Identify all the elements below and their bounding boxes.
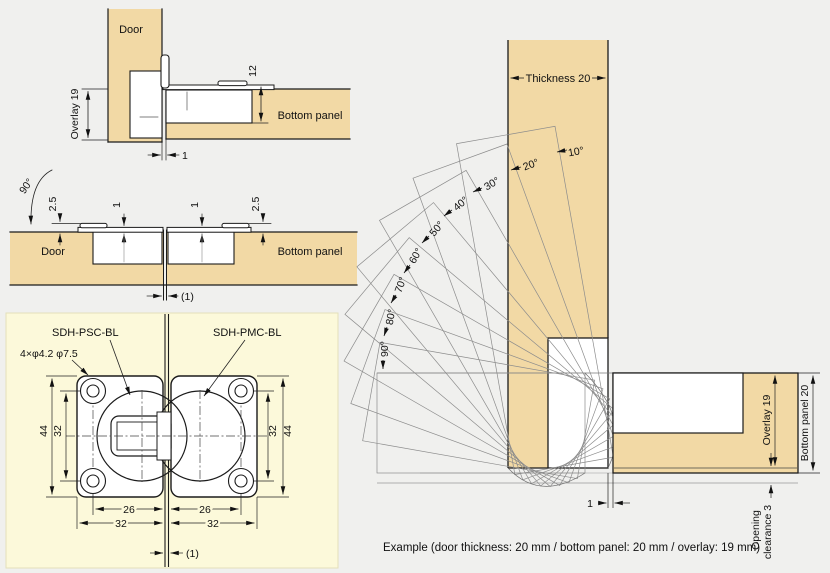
dim-swing-gap-1 — [598, 473, 630, 508]
bottom-panel-open-label: Bottom panel — [278, 246, 343, 258]
bottom-left-plate-dim-label: 32 — [115, 518, 127, 530]
right-outer-dim-label: 44 — [282, 425, 294, 437]
thickness-dim-label: Thickness 20 — [526, 73, 591, 85]
left-model-label: SDH-PSC-BL — [52, 327, 119, 339]
dim-2p5-left — [51, 213, 81, 246]
dim-gap-1 — [147, 138, 180, 161]
angle-90-arc — [28, 169, 53, 225]
hinge-leaf-left — [77, 226, 164, 233]
door-mortise-open — [92, 231, 163, 265]
leaf-height-left-label: 2.5 — [47, 197, 59, 212]
bottom-panel-label: Bottom panel — [278, 110, 343, 122]
leaf-thickness-right-label: 1 — [189, 202, 201, 208]
open-gap-dim-label: (1) — [181, 291, 194, 303]
fig-open-cross-section: Door Bottom panel 90° 2.5 2.5 1 — [9, 169, 358, 303]
screw-holes — [79, 377, 255, 495]
swing-bottom-panel-label: Bottom panel 20 — [799, 385, 811, 462]
panel-mortise-open — [167, 231, 235, 265]
swing-door-panel — [508, 40, 608, 468]
swing-overlay-label: Overlay 19 — [761, 394, 773, 445]
depth-dim-label: 12 — [247, 65, 259, 77]
angle-label-90: 90° — [379, 341, 391, 357]
hinge-leaf-right-bump — [221, 222, 250, 229]
bottom-right-plate-dim-label: 32 — [207, 518, 219, 530]
dim-bottom — [76, 494, 258, 529]
fig-hinge-plan: SDH-PSC-BL SDH-PMC-BL 4×φ4.2 φ7.5 44 32 … — [5, 312, 339, 569]
dim-right-32 — [254, 390, 274, 482]
angle-label-70: 70° — [393, 275, 410, 294]
clearance-label-2: clearance 3 — [762, 505, 774, 559]
panel-mortise — [165, 89, 253, 124]
door-open-label: Door — [41, 246, 65, 258]
hole-callout-label: 4×φ4.2 φ7.5 — [20, 348, 78, 360]
clearance-label-1: Opening — [750, 510, 762, 550]
swing-panel-mortise — [612, 372, 744, 434]
angle-label-20: 20° — [521, 157, 540, 174]
right-model-label: SDH-PMC-BL — [213, 327, 281, 339]
right-model-leader — [203, 339, 246, 397]
swing-gap-dim-label: 1 — [587, 498, 593, 510]
angle-label-80: 80° — [384, 308, 399, 326]
leaf-height-right-label: 2.5 — [250, 197, 262, 212]
hole-callout-leader — [71, 359, 89, 376]
left-inner-dim-label: 32 — [52, 425, 64, 437]
left-model-leader — [109, 339, 131, 396]
dim-12 — [251, 86, 269, 124]
hinge-leaf-left-bump — [79, 222, 108, 229]
door-mortise — [129, 70, 163, 139]
angle-label-10: 10° — [567, 145, 585, 160]
hinge-leaf-bump — [217, 80, 248, 87]
door-swing-fan — [343, 125, 619, 488]
hinge-knuckle — [160, 54, 170, 89]
dim-overlay-19 — [81, 88, 109, 141]
bottom-right-hole-dim-label: 26 — [199, 504, 211, 516]
swing-door-mortise — [547, 337, 609, 469]
right-inner-dim-label: 32 — [267, 425, 279, 437]
dim-left-44 — [46, 375, 77, 498]
dim-right-44 — [257, 375, 289, 498]
leaf-thickness-left-label: 1 — [111, 202, 123, 208]
bottom-left-hole-dim-label: 26 — [123, 504, 135, 516]
fig-swing-diagram: 10° 20° 30° 40° 50° 60° 70° 80° 90° Th — [343, 40, 820, 559]
dim-left-32 — [60, 390, 80, 482]
overlay-dim-label: Overlay 19 — [69, 88, 81, 139]
left-outer-dim-label: 44 — [38, 425, 50, 437]
dim-swing-bottom-panel — [798, 372, 820, 474]
gap-dim-label: 1 — [182, 150, 188, 162]
door-label: Door — [119, 24, 143, 36]
dim-2p5-right — [248, 213, 272, 246]
example-caption: Example (door thickness: 20 mm / bottom … — [383, 542, 760, 554]
plan-gap-dim-label: (1) — [186, 548, 199, 560]
hinge-leaf-right — [166, 226, 252, 233]
fig-door-cross-section: Door Bottom panel Overlay 19 12 1 — [69, 8, 351, 162]
